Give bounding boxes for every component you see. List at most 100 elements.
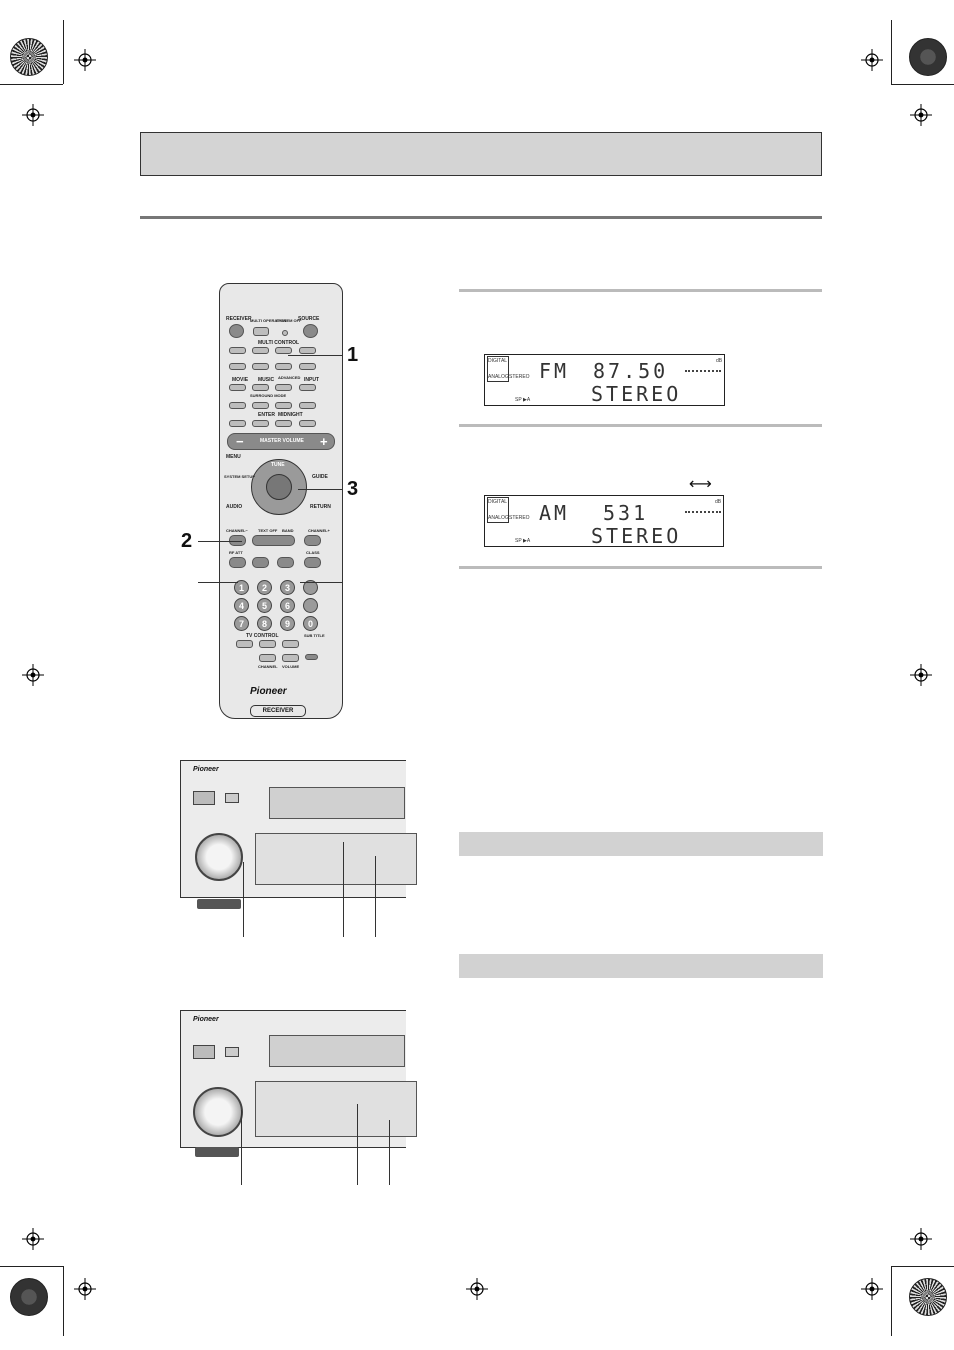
- digit-1-button[interactable]: 1: [234, 580, 249, 595]
- surround-mode-button[interactable]: [275, 402, 292, 409]
- surround-mode-button[interactable]: [252, 402, 269, 409]
- callout-1: 1: [347, 344, 359, 366]
- music-button[interactable]: [252, 384, 269, 391]
- source-power-button[interactable]: [303, 324, 318, 338]
- receiver-power-button[interactable]: [229, 324, 244, 338]
- crosshair-mark: [74, 49, 96, 71]
- input-select-button[interactable]: [299, 384, 316, 391]
- callout-leader: [389, 1120, 390, 1185]
- play-button[interactable]: [252, 535, 295, 546]
- enter-button[interactable]: [252, 420, 269, 427]
- digit-4-button[interactable]: 4: [234, 598, 249, 613]
- input-button[interactable]: [275, 363, 292, 370]
- digital-indicator: DIGITAL: [488, 358, 508, 364]
- sub-title-label: SUB TITLE: [304, 633, 325, 638]
- input-button[interactable]: [229, 363, 246, 370]
- volume-minus-icon: −: [236, 434, 244, 449]
- remote-setup-button[interactable]: [305, 654, 318, 660]
- trim-line: [891, 20, 892, 84]
- registration-disc-bottom-left: [10, 1278, 48, 1316]
- standby-button[interactable]: [193, 1045, 215, 1059]
- band-toggle-arrow: ⟷: [689, 474, 712, 493]
- digital-indicator: DIGITAL: [488, 499, 508, 505]
- pause-button[interactable]: [252, 557, 269, 568]
- callout-leader: [241, 1110, 242, 1185]
- tv-channel-up-button[interactable]: [282, 640, 299, 648]
- remote-leader: [300, 582, 342, 583]
- input-button[interactable]: [275, 347, 292, 354]
- crosshair-mark: [910, 104, 932, 126]
- analog-indicator: ANALOG: [488, 374, 509, 380]
- trim-line: [63, 20, 64, 84]
- midnight-label: MIDNIGHT: [278, 412, 303, 418]
- digit-5-button[interactable]: 5: [257, 598, 272, 613]
- input-button[interactable]: [252, 347, 269, 354]
- advanced-button[interactable]: [275, 384, 292, 391]
- tv-power-button[interactable]: [236, 640, 253, 648]
- midnight-button[interactable]: [275, 420, 292, 427]
- input-button[interactable]: [229, 347, 246, 354]
- indicator-box: [487, 356, 509, 382]
- indicator-box: [487, 497, 509, 523]
- function-button[interactable]: [303, 598, 318, 613]
- receiver-label: RECEIVER: [226, 316, 252, 322]
- receiver-badge: RECEIVER: [250, 705, 306, 717]
- menu-label: MENU: [226, 454, 241, 460]
- enter-label: ENTER: [258, 412, 275, 418]
- movie-button[interactable]: [229, 384, 246, 391]
- digit-9-button[interactable]: 9: [280, 616, 295, 631]
- speaker-indicator: SP ▶A: [515, 397, 531, 403]
- callout-3-leader: [298, 489, 342, 490]
- speaker-button[interactable]: [225, 1047, 239, 1057]
- speaker-indicator: SP ▶A: [515, 538, 531, 544]
- crosshair-mark: [861, 49, 883, 71]
- text-off-label: TEXT OFF: [258, 528, 278, 533]
- next-button[interactable]: [304, 557, 321, 568]
- input-button[interactable]: [252, 363, 269, 370]
- input-button[interactable]: [299, 363, 316, 370]
- prev-button[interactable]: [229, 557, 246, 568]
- digit-7-button[interactable]: 7: [234, 616, 249, 631]
- digit-8-button[interactable]: 8: [257, 616, 272, 631]
- tv-volume-button[interactable]: [282, 654, 299, 662]
- tune-label: TUNE: [271, 462, 285, 468]
- channel-label: CHANNEL: [258, 664, 278, 669]
- remote-leader: [198, 582, 238, 583]
- input-button[interactable]: [299, 420, 316, 427]
- analog-indicator: ANALOG: [488, 515, 509, 521]
- master-volume-rocker[interactable]: − MASTER VOLUME +: [227, 433, 335, 450]
- audio-label: AUDIO: [226, 504, 243, 510]
- rf-att-label: RF ATT: [229, 550, 243, 555]
- input-label: INPUT: [304, 377, 319, 383]
- registration-disc-top-right: [909, 38, 947, 76]
- stop-button[interactable]: [277, 557, 294, 568]
- speaker-button[interactable]: [225, 793, 239, 803]
- digit-2-button[interactable]: 2: [257, 580, 272, 595]
- master-volume-knob[interactable]: [193, 1087, 243, 1137]
- tv-channel-down-button[interactable]: [259, 654, 276, 662]
- multi-operation-button[interactable]: [253, 327, 269, 336]
- standby-button[interactable]: [193, 791, 215, 805]
- trim-line: [891, 1266, 954, 1267]
- rewind-button[interactable]: [229, 535, 246, 546]
- tv-input-button[interactable]: [259, 640, 276, 648]
- enter-button[interactable]: [229, 420, 246, 427]
- front-panel-upper: Pioneer: [180, 760, 417, 909]
- fast-forward-button[interactable]: [304, 535, 321, 546]
- input-button[interactable]: [299, 347, 316, 354]
- function-button[interactable]: [303, 580, 318, 595]
- frequency-readout: 531: [603, 501, 649, 525]
- crosshair-mark: [22, 1228, 44, 1250]
- remote-control: RECEIVER MULTI OPERATION SYSTEM OFF SOUR…: [219, 283, 343, 719]
- trim-line: [0, 84, 63, 85]
- panel-brand-logo: Pioneer: [193, 766, 219, 773]
- master-volume-knob[interactable]: [195, 833, 243, 881]
- digit-3-button[interactable]: 3: [280, 580, 295, 595]
- system-off-label: SYSTEM OFF: [276, 318, 302, 323]
- enter-center-button[interactable]: [266, 474, 292, 500]
- system-off-button[interactable]: [282, 330, 288, 336]
- surround-mode-button[interactable]: [229, 402, 246, 409]
- digit-0-button[interactable]: 0: [303, 616, 318, 631]
- digit-6-button[interactable]: 6: [280, 598, 295, 613]
- surround-mode-button[interactable]: [299, 402, 316, 409]
